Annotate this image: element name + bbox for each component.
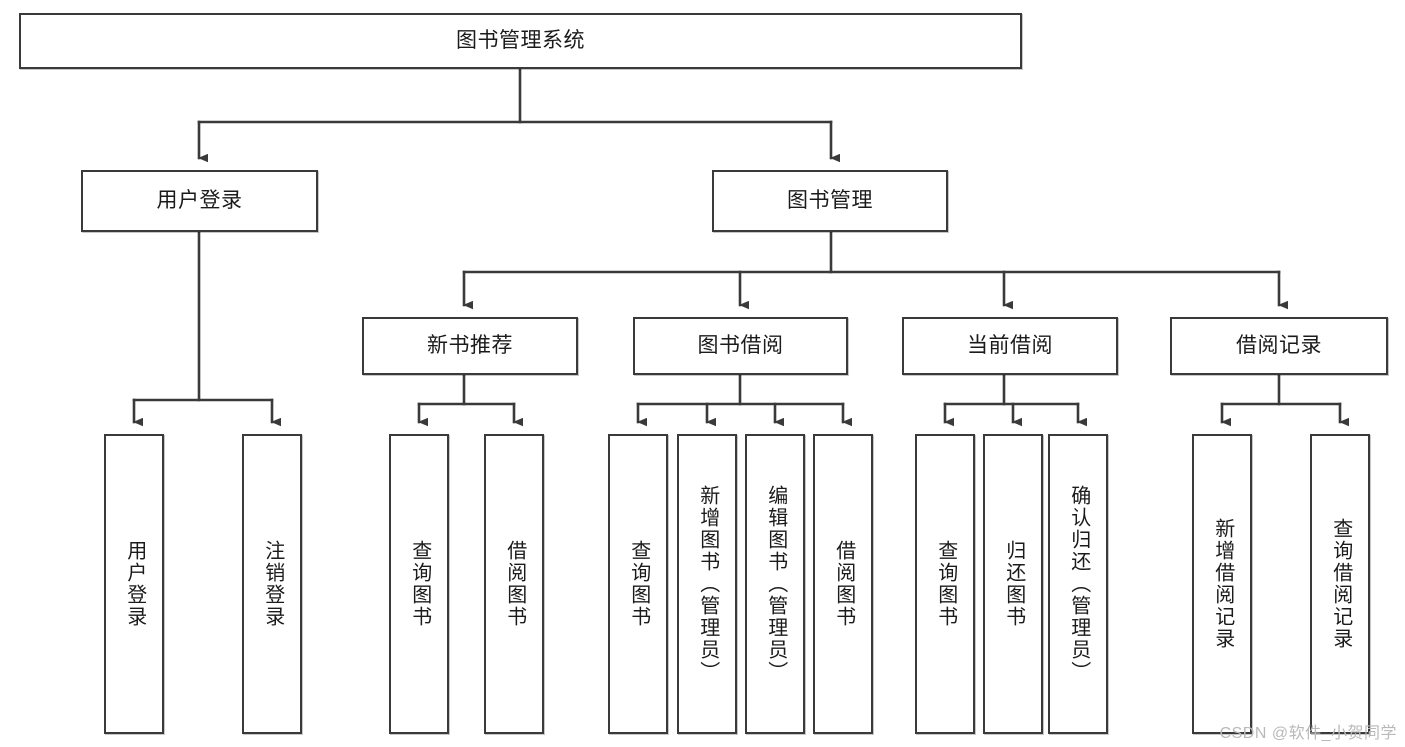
- node-leaf-query-book-rec-label: 查询图书: [408, 540, 431, 628]
- node-book-manage[interactable]: 图书管理: [712, 170, 948, 232]
- node-leaf-edit-book-admin[interactable]: 编辑图书（管理员）: [745, 434, 805, 734]
- node-leaf-borrow-book-label: 借阅图书: [832, 540, 855, 628]
- node-leaf-query-book-rec[interactable]: 查询图书: [389, 434, 449, 734]
- node-user-login[interactable]: 用户登录: [81, 170, 318, 232]
- node-leaf-return-book[interactable]: 归还图书: [983, 434, 1043, 734]
- node-book-borrow[interactable]: 图书借阅: [633, 317, 848, 375]
- node-leaf-add-book-admin[interactable]: 新增图书（管理员）: [677, 434, 737, 734]
- node-leaf-confirm-return-admin-label: 确认归还（管理员）: [1067, 485, 1090, 683]
- node-leaf-add-borrow-record-label: 新增借阅记录: [1211, 518, 1234, 650]
- node-leaf-query-book-current[interactable]: 查询图书: [915, 434, 975, 734]
- node-leaf-query-book-current-label: 查询图书: [934, 540, 957, 628]
- node-leaf-borrow-book-rec[interactable]: 借阅图书: [484, 434, 544, 734]
- node-leaf-edit-book-admin-label: 编辑图书（管理员）: [764, 485, 787, 683]
- node-leaf-query-borrow-record[interactable]: 查询借阅记录: [1310, 434, 1370, 734]
- node-leaf-user-login[interactable]: 用户登录: [104, 434, 164, 734]
- node-leaf-query-book-borrow[interactable]: 查询图书: [608, 434, 668, 734]
- node-leaf-query-borrow-record-label: 查询借阅记录: [1329, 518, 1352, 650]
- node-new-book-recommend-label: 新书推荐: [427, 334, 513, 358]
- node-leaf-borrow-book[interactable]: 借阅图书: [813, 434, 873, 734]
- node-leaf-confirm-return-admin[interactable]: 确认归还（管理员）: [1048, 434, 1108, 734]
- node-leaf-add-borrow-record[interactable]: 新增借阅记录: [1192, 434, 1252, 734]
- node-leaf-query-book-borrow-label: 查询图书: [627, 540, 650, 628]
- node-leaf-add-book-admin-label: 新增图书（管理员）: [696, 485, 719, 683]
- node-borrow-record[interactable]: 借阅记录: [1170, 317, 1388, 375]
- node-new-book-recommend[interactable]: 新书推荐: [362, 317, 578, 375]
- node-current-borrow-label: 当前借阅: [967, 334, 1053, 358]
- node-leaf-logout[interactable]: 注销登录: [242, 434, 302, 734]
- node-root[interactable]: 图书管理系统: [19, 13, 1022, 69]
- node-book-manage-label: 图书管理: [787, 189, 873, 213]
- node-leaf-borrow-book-rec-label: 借阅图书: [503, 540, 526, 628]
- node-root-label: 图书管理系统: [456, 29, 585, 53]
- node-leaf-user-login-label: 用户登录: [123, 540, 146, 628]
- node-leaf-logout-label: 注销登录: [261, 540, 284, 628]
- node-leaf-return-book-label: 归还图书: [1002, 540, 1025, 628]
- node-current-borrow[interactable]: 当前借阅: [902, 317, 1118, 375]
- node-user-login-label: 用户登录: [156, 189, 243, 213]
- node-book-borrow-label: 图书借阅: [697, 334, 784, 358]
- node-borrow-record-label: 借阅记录: [1236, 334, 1322, 358]
